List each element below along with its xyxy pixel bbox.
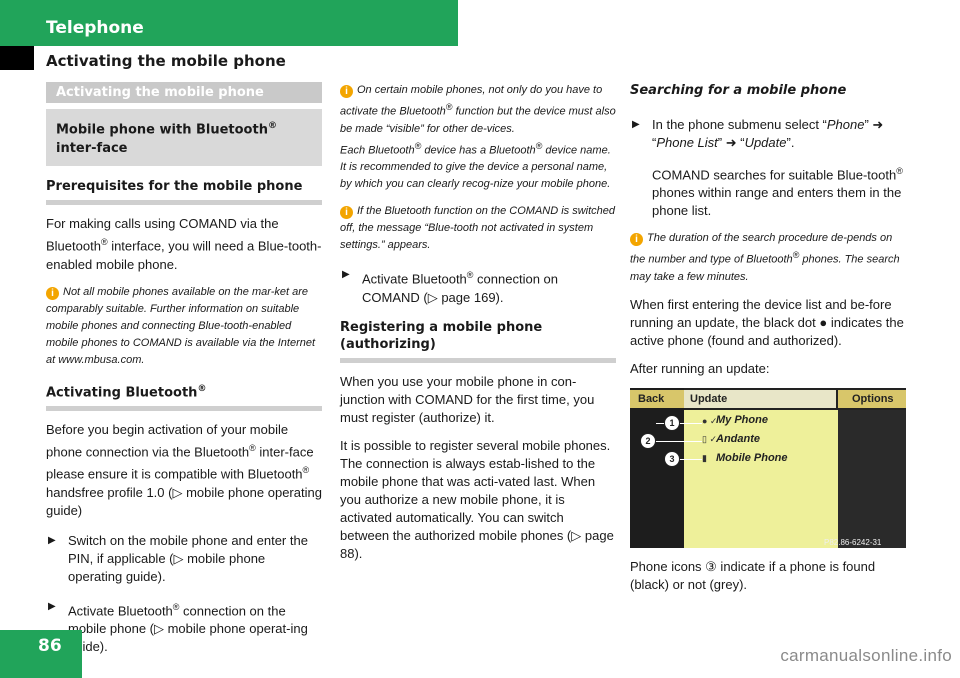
info-icon: i — [340, 85, 353, 98]
info-icon: i — [46, 286, 59, 300]
callout-1: 1 — [664, 414, 680, 431]
section-bar: Activating the mobile phone — [46, 82, 322, 103]
header-bar — [0, 0, 458, 46]
step-item: Switch on the mobile phone and enter the… — [46, 532, 322, 586]
paragraph: It is possible to register several mobil… — [340, 437, 614, 561]
paragraph: After running an update: — [630, 360, 770, 376]
step-item: Activate Bluetooth® connection on COMAND… — [340, 266, 616, 306]
paragraph: For making calls using COMAND via the Bl… — [46, 216, 322, 272]
screen-device-list — [684, 409, 838, 548]
heading-activating-bluetooth: Activating Bluetooth® — [46, 381, 322, 411]
device-row: Mobile Phone — [716, 451, 788, 464]
device-row: My Phone — [716, 413, 768, 426]
heading-searching: Searching for a mobile phone — [630, 83, 847, 98]
comand-screen-figure: Back Update Options ● ✓ My Phone ▯ ✓ And… — [630, 387, 906, 548]
watermark: carmanualsonline.info — [780, 646, 952, 665]
callout-line — [672, 458, 702, 460]
screen-update-tab: Update — [684, 389, 836, 408]
paragraph: Before you begin activation of your mobi… — [46, 421, 322, 518]
step-item: In the phone submenu select “Phone” ➜ “P… — [630, 116, 910, 152]
callout-line — [646, 440, 702, 442]
paragraph: When first entering the device list and … — [630, 296, 904, 348]
page-number: 86 — [38, 636, 62, 656]
callout-2: 2 — [640, 432, 656, 449]
screen-right-panel — [838, 409, 906, 548]
paragraph: When you use your mobile phone in con-ju… — [340, 373, 595, 425]
heading-prerequisites: Prerequisites for the mobile phone — [46, 178, 322, 206]
screen-options-softkey: Options — [838, 389, 906, 408]
device-row: Andante — [716, 432, 760, 445]
info-icon: i — [340, 206, 353, 220]
column-1: Activating the mobile phone Mobile phone… — [46, 82, 322, 656]
screen-back-softkey: Back — [630, 389, 684, 408]
step-item: Activate Bluetooth® connection on the mo… — [46, 598, 322, 656]
info-icon: i — [630, 233, 643, 247]
phone-black-icon: ▮ — [702, 452, 707, 463]
paragraph: Phone icons ③ indicate if a phone is fou… — [630, 558, 876, 592]
subsection-box: Mobile phone with Bluetooth® inter-face — [46, 109, 322, 167]
figure-code: P82.86-6242-31 — [824, 537, 882, 547]
active-dot-icon: ● ✓ — [702, 415, 718, 426]
phone-grey-icon: ▯ ✓ — [702, 433, 717, 444]
paragraph: COMAND searches for suitable Blue-tooth®… — [652, 166, 903, 219]
page-title: Activating the mobile phone — [46, 52, 286, 70]
page-number-box — [0, 630, 82, 678]
callout-3: 3 — [664, 450, 680, 467]
heading-registering: Registering a mobile phone (authorizing) — [340, 319, 616, 363]
section-title: Telephone — [46, 18, 144, 38]
column-3: Searching for a mobile phone In the phon… — [630, 82, 910, 594]
header-accent — [0, 46, 34, 70]
screen-left-panel — [630, 387, 684, 548]
